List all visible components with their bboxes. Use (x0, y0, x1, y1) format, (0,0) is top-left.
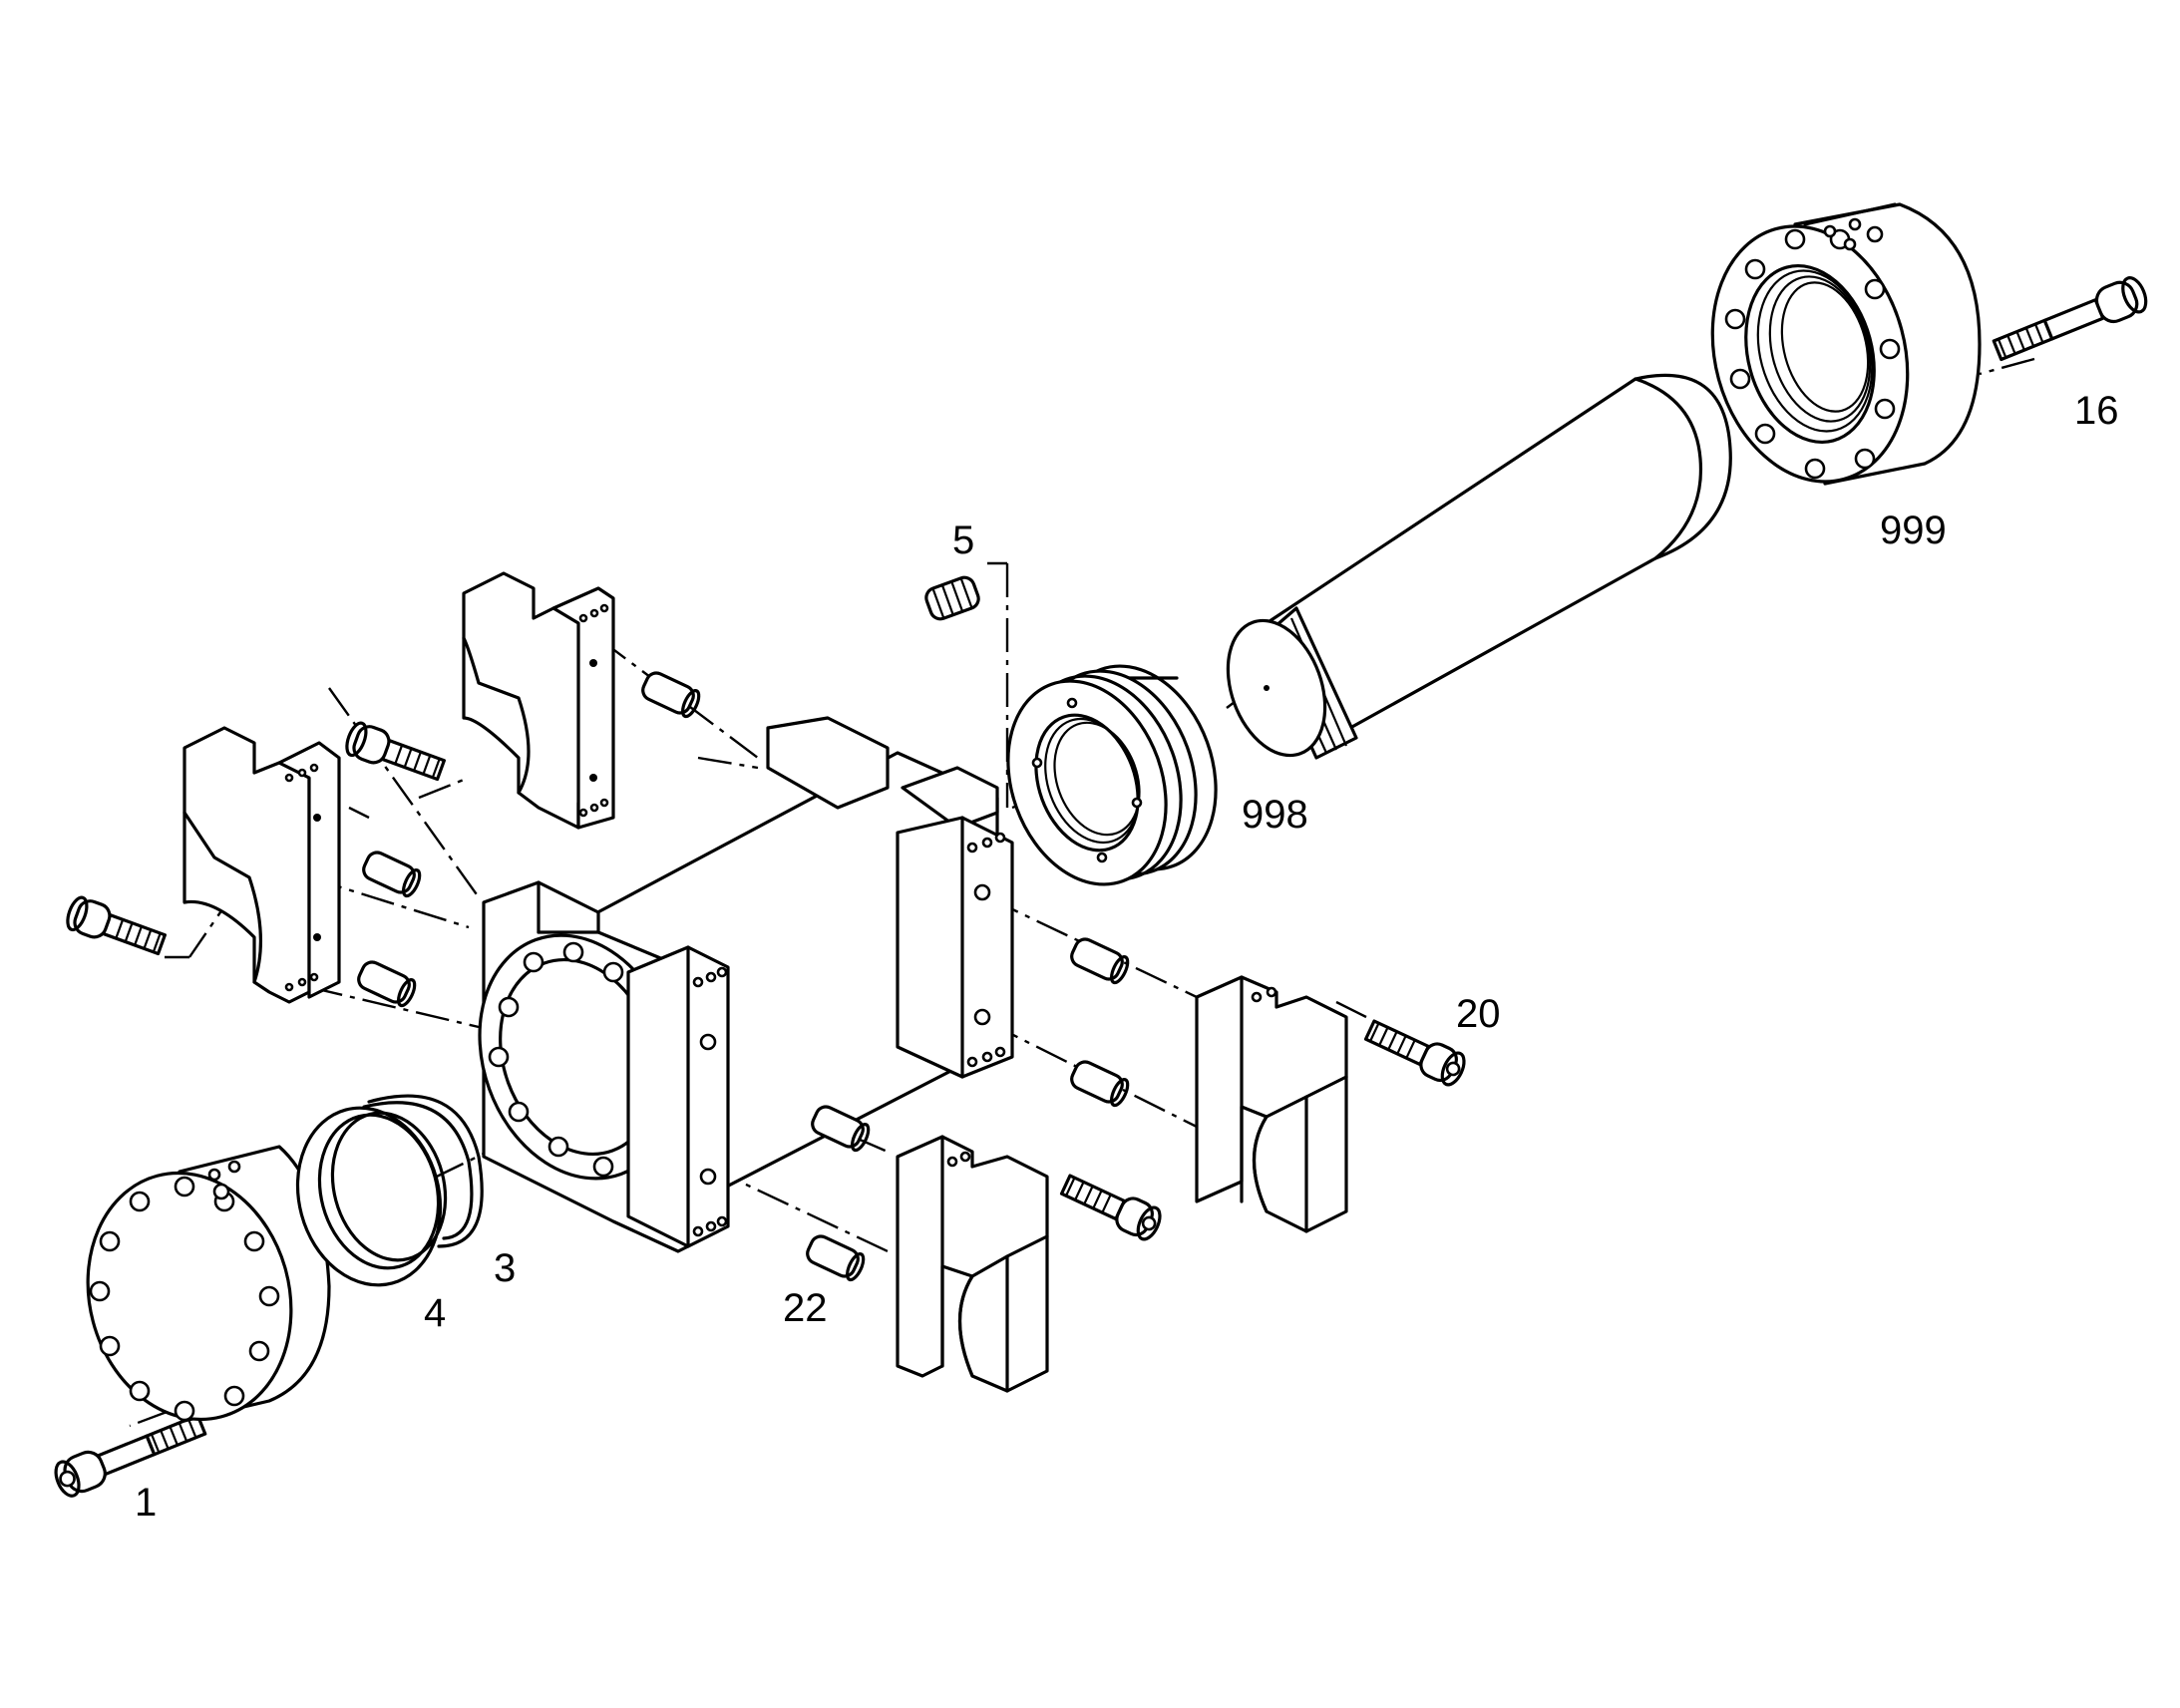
clamp-block-bottom (896, 1135, 1049, 1393)
callout-3: 3 (494, 1246, 516, 1290)
clamp-block-right (1195, 975, 1348, 1233)
callout-999: 999 (1880, 509, 1947, 552)
callout-16: 16 (2074, 389, 2119, 433)
clamp-block-top-left (462, 571, 615, 830)
seal-4 (295, 1106, 448, 1287)
dowel-pins (357, 671, 1130, 1282)
clamp-block-left (182, 726, 341, 1004)
callout-20: 20 (1456, 992, 1501, 1036)
cap-front (86, 1145, 331, 1423)
callouts: 1 3 4 5 16 20 22 998 999 (135, 389, 2119, 1525)
callout-5: 5 (952, 518, 974, 562)
callout-998: 998 (1242, 793, 1308, 837)
threaded-ring-998 (1006, 664, 1218, 886)
screws (54, 276, 2148, 1498)
callout-1: 1 (135, 1481, 157, 1525)
cap-999 (1710, 202, 1982, 486)
callout-22: 22 (783, 1286, 828, 1330)
callout-4: 4 (424, 1291, 446, 1335)
housing-body (478, 716, 1014, 1253)
piston-rod (1226, 373, 1732, 760)
snap-ring-3 (362, 1094, 484, 1248)
